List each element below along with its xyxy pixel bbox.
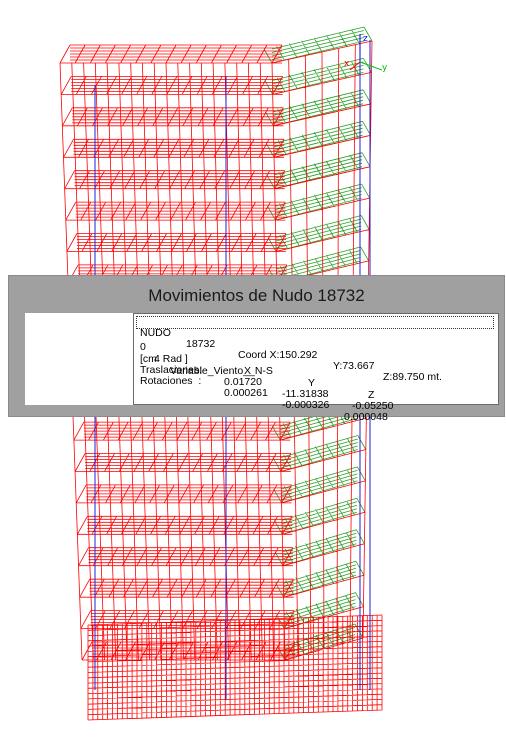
rotations-row: Rotaciones : 0.000261 -0.000326 0.000048 <box>140 363 490 423</box>
translation-z: -0.05250 <box>352 400 394 412</box>
rotation-x: 0.000261 <box>224 387 268 399</box>
load-case-col2: 4 <box>154 353 160 365</box>
y-axis-label: y <box>382 63 388 73</box>
units-label: [cm Rad ] <box>140 353 188 365</box>
translations-label: Traslaciones: <box>140 364 203 376</box>
translation-x: 0.01720 <box>224 376 262 388</box>
node-info-panel: NUDO 18732 Coord X:150.292 Y:73.667 Z:89… <box>133 313 499 423</box>
node-header-line: NUDO 18732 Coord X:150.292 Y:73.667 Z:89… <box>136 316 494 383</box>
load-case-col1: 0 <box>140 341 146 353</box>
translation-y: -11.31838 <box>282 388 329 400</box>
info-left-panel <box>25 313 133 405</box>
rotations-label: Rotaciones : <box>140 375 202 387</box>
node-id: 18732 <box>186 338 216 350</box>
node-coord-x: Coord X:150.292 <box>238 349 318 361</box>
load-case-name: Variable_Viento__N-S <box>170 365 273 377</box>
col-header-y: Y <box>308 377 316 389</box>
node-coord-z: Z:89.750 mt. <box>383 371 442 383</box>
node-coord-y: Y:73.667 <box>333 360 375 372</box>
node-label: NUDO <box>140 327 171 339</box>
dialog-title: Movimientos de Nudo 18732 <box>148 286 365 305</box>
table-header-line: [cm Rad ] X Y Z <box>140 341 490 401</box>
load-case-line: 0 4 Variable_Viento__N-S <box>140 329 273 377</box>
col-header-x: X <box>244 365 252 377</box>
x-axis-label: x <box>344 59 350 69</box>
col-header-z: Z <box>368 389 375 401</box>
node-displacement-dialog: Movimientos de Nudo 18732 NUDO 18732 Coo… <box>8 275 505 423</box>
rotation-y: -0.000326 <box>282 399 330 411</box>
translations-row: Traslaciones: 0.01720 -11.31838 -0.05250 <box>140 352 490 412</box>
z-axis-label: z <box>363 34 368 44</box>
y-axis-line <box>359 61 383 71</box>
x-axis-line <box>349 61 361 71</box>
rotation-z: 0.000048 <box>344 411 388 423</box>
